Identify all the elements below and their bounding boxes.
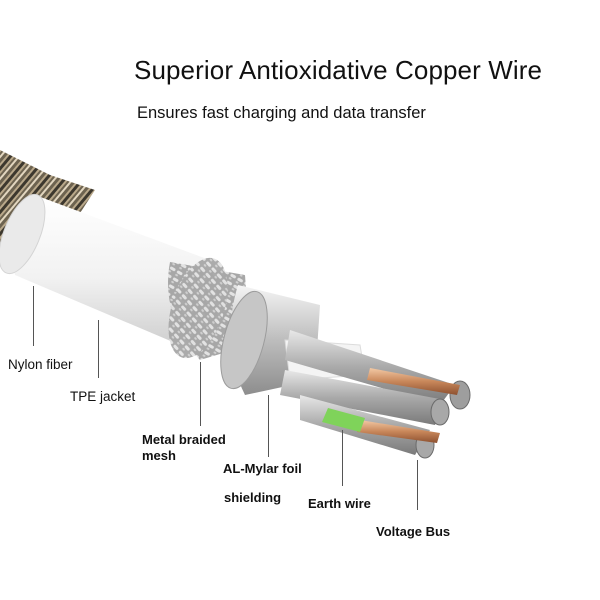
earth-wire-insulation xyxy=(322,408,365,432)
al-mylar-foil-label-line2: shielding xyxy=(224,490,282,505)
metal-braided-mesh-layer xyxy=(168,257,250,360)
voltage-bus-label: Voltage Bus xyxy=(376,524,451,539)
nylon-fiber-leader-line xyxy=(33,286,34,346)
stranded-wires xyxy=(280,330,471,459)
nylon-fiber-label: Nylon fiber xyxy=(8,357,73,372)
copper-cores xyxy=(357,368,460,443)
tpe-jacket-layer xyxy=(0,193,215,345)
tpe-jacket-label: TPE jacket xyxy=(70,389,136,404)
metal-braided-mesh-label-line2: mesh xyxy=(142,448,176,463)
tpe-jacket-leader-line xyxy=(98,320,99,378)
metal-braided-mesh-label-line1: Metal braided xyxy=(142,432,226,447)
page-subtitle: Ensures fast charging and data transfer xyxy=(137,104,426,122)
voltage-bus-leader-line xyxy=(417,460,418,510)
page-title: Superior Antioxidative Copper Wire xyxy=(134,55,543,85)
earth-wire-label: Earth wire xyxy=(308,496,371,511)
metal-braided-mesh-leader-line xyxy=(200,362,201,426)
al-mylar-foil-label-line1: AL-Mylar foil xyxy=(223,461,302,476)
al-mylar-foil-leader-line xyxy=(268,395,269,457)
earth-wire-leader-line xyxy=(342,430,343,486)
